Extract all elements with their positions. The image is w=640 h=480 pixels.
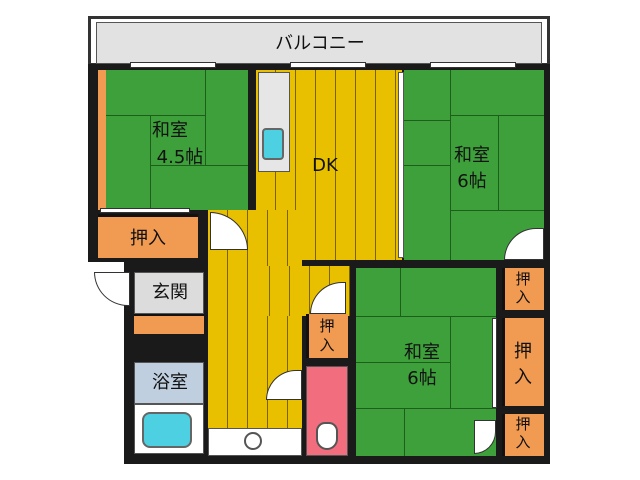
oshiire-east-2 [502,318,544,406]
tatami-seam [498,115,499,210]
washitsu-nw-size: 4.5帖 [156,147,204,168]
oshiire-center [306,314,348,358]
washitsu-ne-size: 6帖 [457,171,487,192]
tatami-seam [450,316,451,409]
tatami-seam [106,115,206,116]
genkan-floor [134,272,204,314]
balcony-label: バルコニー [275,33,365,54]
washitsu-ne-name: 和室 [454,145,490,166]
tatami-seam [450,115,544,116]
oshiire-west-label: 押入 [130,228,166,249]
washitsu-se-size: 6帖 [407,368,437,389]
balcony-floor [96,22,542,64]
window-ne [430,62,516,68]
tatami-seam [404,408,405,456]
oshiire-east-2-label-top: 押 [514,341,532,362]
tatami-seam [356,316,496,317]
window-nw [130,62,216,68]
oshiire-east-1 [502,268,544,310]
tatami-seam [150,116,151,210]
washitsu-nw-name: 和室 [152,120,188,141]
dressing-area [134,362,204,404]
genkan-label: 玄関 [152,282,188,303]
shoe-closet [134,314,204,334]
tatami-seam [150,165,248,166]
washitsu-nw-engawa [98,70,106,210]
oshiire-east-1-label-top: 押 [515,270,531,288]
sliding-door-nw [100,208,190,213]
yokushitsu-label: 浴室 [152,372,188,393]
oshiire-west [98,214,198,258]
dk-partition [398,72,404,258]
oshiire-east-3 [502,414,544,456]
tatami-seam [404,165,450,166]
oshiire-center-label-bottom: 入 [319,336,335,354]
tatami-seam [450,210,544,211]
oshiire-east-3-label-top: 押 [515,415,531,433]
tatami-seam [450,70,451,260]
window-dk [290,62,366,68]
bathtub [142,412,192,448]
oshiire-center-label-top: 押 [319,317,335,335]
oshiire-east-1-label-bottom: 入 [515,288,531,306]
tatami-seam [356,362,450,363]
toilet-bowl [316,422,338,450]
tatami-seam [205,70,206,165]
washitsu-se-name: 和室 [404,342,440,363]
washbasin [244,432,262,450]
sliding-door-se [492,318,497,408]
tatami-seam [356,408,496,409]
dk-label: DK [312,155,338,176]
tatami-seam [404,120,450,121]
kitchen-sink [262,128,284,160]
tatami-seam [400,268,401,316]
washitsu-nw-floor [98,70,248,210]
oshiire-east-3-label-bottom: 入 [515,433,531,451]
oshiire-east-2-label-bottom: 入 [514,367,532,388]
